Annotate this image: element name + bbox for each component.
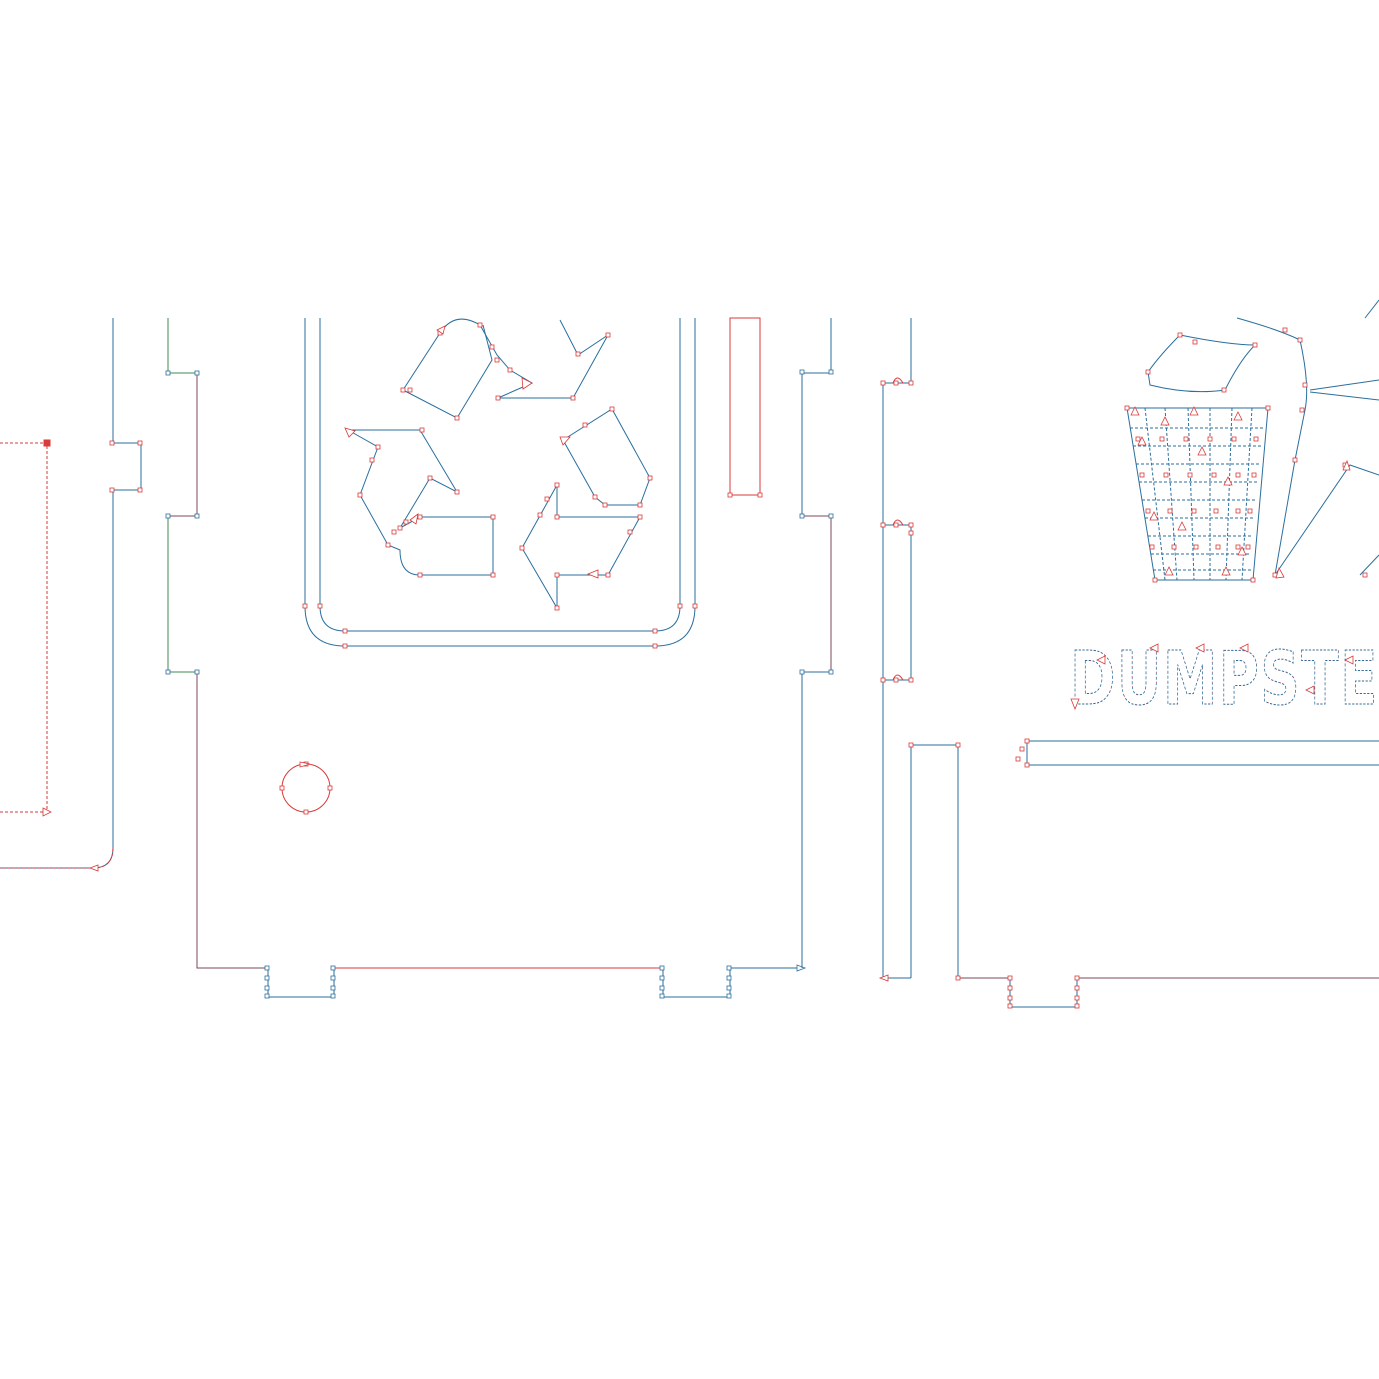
dumpster-text-nodes: DUMPSTE	[1070, 636, 1379, 722]
dumpster-tall-slot	[910, 744, 1379, 1008]
recycle-panel	[165, 317, 834, 999]
dumpster-horizontal-slot	[1026, 740, 1379, 766]
recycle-panel-bottom-edge	[267, 967, 802, 998]
trash-bin-icon	[1124, 332, 1271, 583]
mounting-hole-icon	[279, 761, 333, 815]
recycle-icon	[344, 318, 653, 611]
recycle-inner-frame-outer	[304, 318, 696, 647]
dumpster-text: DUMPSTE	[1070, 636, 1379, 722]
person-figure-fragment	[1236, 299, 1379, 579]
recycle-panel-left-edge	[167, 318, 197, 374]
left-blue-edge	[0, 318, 142, 869]
dumpster-panel-left-edge	[882, 318, 912, 979]
left-red-anchor-node	[43, 439, 51, 447]
left-red-cutout	[0, 442, 48, 813]
left-panel-fragment	[0, 318, 143, 872]
left-blue-arrow	[88, 864, 99, 872]
dumpster-label: DUMPSTE DUMPSTE	[1070, 636, 1379, 723]
recycle-inner-frame-inner	[319, 318, 681, 632]
recycle-panel-right-edge	[801, 671, 831, 968]
left-red-arrow	[42, 807, 52, 817]
recycle-red-slot	[729, 317, 761, 496]
dumpster-panel: DUMPSTE DUMPSTE	[878, 299, 1379, 1009]
